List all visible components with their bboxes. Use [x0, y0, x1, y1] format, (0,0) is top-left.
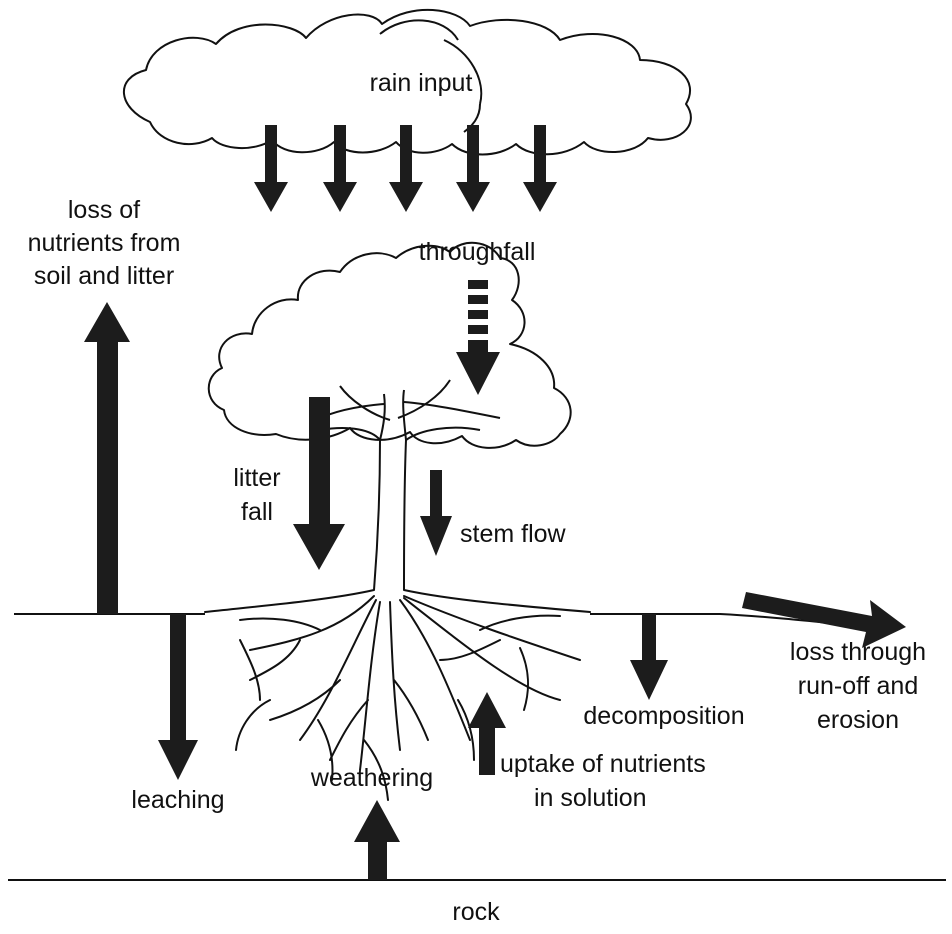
- label-rain-input: rain input: [370, 69, 473, 97]
- rain-arrow-4: [456, 125, 490, 212]
- roots-icon: [204, 589, 591, 801]
- label-uptake-line1: uptake of nutrients: [500, 750, 706, 778]
- leaching-arrow: [158, 614, 198, 780]
- label-stem-flow: stem flow: [460, 520, 567, 548]
- label-litter-fall-line2: fall: [241, 498, 273, 526]
- label-runoff-line2: run-off and: [798, 672, 918, 700]
- decomposition-arrow: [630, 614, 668, 700]
- label-decomposition: decomposition: [583, 702, 744, 730]
- label-uptake-line2: in solution: [534, 784, 647, 812]
- rain-arrow-1: [254, 125, 288, 212]
- label-throughfall: throughfall: [419, 238, 536, 266]
- label-weathering: weathering: [310, 764, 433, 792]
- throughfall-arrow: [456, 280, 500, 395]
- label-loss-nutrients-line2: nutrients from: [28, 229, 181, 257]
- weathering-arrow: [354, 800, 400, 880]
- label-loss-nutrients-line3: soil and litter: [34, 262, 174, 290]
- label-runoff-line1: loss through: [790, 638, 926, 666]
- run-off-arrow: [742, 592, 906, 648]
- label-litter-fall-line1: litter: [233, 464, 280, 492]
- label-leaching: leaching: [131, 786, 224, 814]
- tree-icon: [207, 241, 572, 591]
- rain-arrow-2: [323, 125, 357, 212]
- stem-flow-arrow: [420, 470, 452, 556]
- loss-of-nutrients-arrow: [84, 302, 130, 614]
- label-rock: rock: [452, 898, 500, 926]
- label-loss-nutrients-line1: loss of: [68, 196, 140, 224]
- uptake-arrow: [468, 692, 506, 775]
- litter-fall-arrow: [293, 397, 345, 570]
- label-runoff-line3: erosion: [817, 706, 899, 734]
- rain-arrow-3: [389, 125, 423, 212]
- rain-arrow-5: [523, 125, 557, 212]
